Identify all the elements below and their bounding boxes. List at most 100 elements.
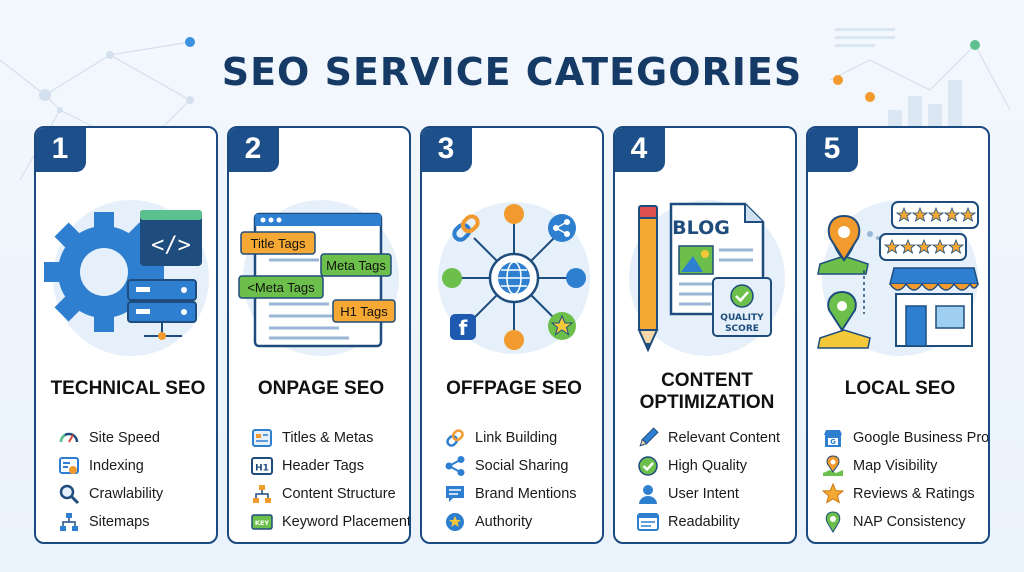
- magnifier-icon: [59, 484, 80, 505]
- pencil-icon: [639, 427, 659, 447]
- item-label: Crawlability: [89, 486, 164, 502]
- location-icon: [825, 511, 841, 533]
- item-label: User Intent: [668, 486, 739, 502]
- quality-label: QUALITY: [720, 313, 764, 323]
- list-item: Map Visibility: [822, 452, 988, 480]
- page-title: SEO SERVICE CATEGORIES: [221, 50, 803, 94]
- card-title: ONPAGE SEO: [257, 378, 385, 399]
- item-label: Titles & Metas: [282, 430, 374, 446]
- list-item: H1 Header Tags: [251, 452, 409, 480]
- tag-label: <Meta Tags: [247, 280, 315, 295]
- map-pin-icon: [823, 455, 843, 476]
- list-item: Relevant Content: [637, 424, 780, 452]
- card-number-badge: 2: [229, 128, 279, 172]
- card-technical-seo: 1 </>: [34, 126, 218, 544]
- list-item: Brand Mentions: [444, 480, 577, 508]
- card-title: LOCAL SEO: [844, 378, 956, 399]
- blog-label: BLOG: [672, 217, 730, 239]
- card-number-badge: 1: [36, 128, 86, 172]
- list-item: Titles & Metas: [251, 424, 409, 452]
- item-label: Google Business Profile: [853, 430, 990, 446]
- check-circle-icon: [638, 456, 658, 476]
- card-number-badge: 3: [422, 128, 472, 172]
- item-label: Site Speed: [89, 430, 160, 446]
- card-title: TECHNICAL SEO: [50, 378, 206, 399]
- local-store-map-illustration: [817, 200, 979, 356]
- chat-icon: [446, 486, 464, 502]
- tag-label: Title Tags: [251, 236, 306, 251]
- blog-pencil-illustration: BLOG QUALITY SCORE: [629, 200, 785, 356]
- list-item: Site Speed: [58, 424, 163, 452]
- tag-label: H1 Tags: [340, 304, 388, 319]
- index-gear-icon: [59, 457, 79, 474]
- score-label: SCORE: [725, 324, 759, 334]
- item-label: Sitemaps: [89, 514, 150, 530]
- card-title-line-1: CONTENT: [661, 370, 753, 391]
- list-item: User Intent: [637, 480, 780, 508]
- sitemap-icon: [60, 513, 78, 531]
- item-label: Readability: [668, 514, 740, 530]
- list-item: Sitemaps: [58, 508, 163, 536]
- user-icon: [639, 485, 657, 504]
- item-label: NAP Consistency: [853, 514, 966, 530]
- list-item: NAP Consistency: [822, 508, 988, 536]
- item-list: Titles & Metas H1 Header Tags Content St…: [251, 424, 411, 536]
- item-label: Content Structure: [282, 486, 396, 502]
- item-label: Relevant Content: [668, 430, 781, 446]
- item-label: Link Building: [475, 430, 558, 446]
- item-label: Social Sharing: [475, 458, 569, 474]
- item-list: Relevant Content High Quality User Inten…: [637, 424, 780, 536]
- star-badge-icon: [446, 513, 464, 531]
- speedometer-icon: [59, 432, 79, 443]
- item-label: Map Visibility: [853, 458, 938, 474]
- list-item: Authority: [444, 508, 577, 536]
- svg-text:G: G: [830, 438, 836, 446]
- structure-icon: [253, 485, 271, 503]
- link-network-illustration: f: [438, 202, 590, 354]
- item-label: Keyword Placement: [282, 514, 411, 530]
- link-icon: [446, 429, 464, 447]
- item-label: High Quality: [668, 458, 747, 474]
- list-item: Indexing: [58, 452, 163, 480]
- card-content-optimization: 4 BLOG QUALITY SCORE CONTENT OPTIMIZATIO…: [613, 126, 797, 544]
- list-item: High Quality: [637, 452, 780, 480]
- tag-label: Meta Tags: [326, 258, 386, 273]
- list-item: Reviews & Ratings: [822, 480, 988, 508]
- svg-text:f: f: [459, 316, 468, 340]
- item-list: G Google Business Profile Map Visibility…: [822, 424, 990, 536]
- list-item: Crawlability: [58, 480, 163, 508]
- key-icon: KEY: [251, 514, 273, 530]
- gear-code-server-illustration: </>: [44, 200, 209, 356]
- webpage-tags-illustration: Title Tags Meta Tags <Meta Tags H1 Tags: [238, 200, 399, 356]
- card-offpage-seo: 3 f OFFPAGE SEO: [420, 126, 604, 544]
- list-item: Social Sharing: [444, 452, 577, 480]
- list-item: KEY Keyword Placement: [251, 508, 411, 536]
- item-label: Header Tags: [282, 458, 364, 474]
- card-number-badge: 4: [615, 128, 665, 172]
- card-title-line-2: OPTIMIZATION: [639, 392, 775, 413]
- h1-icon: H1: [251, 457, 273, 475]
- item-label: Authority: [475, 514, 533, 530]
- item-list: Site Speed Indexing Crawlability Sitemap…: [58, 424, 163, 536]
- list-item: G Google Business Profile: [822, 424, 990, 452]
- card-number-badge: 5: [808, 128, 858, 172]
- card-local-seo: 5: [806, 126, 990, 544]
- category-cards: 1 </>: [34, 126, 992, 546]
- card-onpage-seo: 2 Title Tags Meta Tags <Meta Tags H1 Tag…: [227, 126, 411, 544]
- item-label: Reviews & Ratings: [853, 486, 975, 502]
- svg-text:H1: H1: [255, 464, 269, 474]
- list-item: Content Structure: [251, 480, 409, 508]
- card-title: OFFPAGE SEO: [446, 378, 582, 399]
- list-item: Readability: [637, 508, 780, 536]
- share-icon: [445, 456, 465, 476]
- svg-text:KEY: KEY: [255, 519, 269, 527]
- star-icon: [822, 483, 844, 504]
- list-item: Link Building: [444, 424, 577, 452]
- svg-text:</>: </>: [151, 233, 191, 258]
- item-label: Brand Mentions: [475, 486, 577, 502]
- document-icon: [252, 429, 272, 447]
- google-business-icon: G: [824, 430, 842, 447]
- item-label: Indexing: [89, 458, 144, 474]
- reader-icon: [637, 513, 659, 531]
